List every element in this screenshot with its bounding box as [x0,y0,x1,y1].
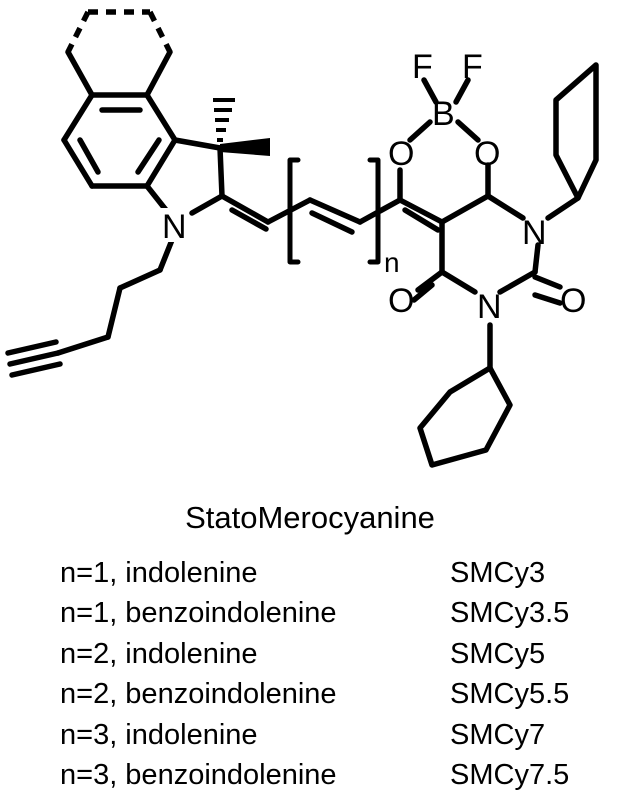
variant-condition: n=3, indolenine [60,718,258,751]
variant-name: SMCy7 [450,718,546,751]
variant-row: n=2, indolenine SMCy5 [60,634,620,675]
variant-name: SMCy3.5 [450,597,570,630]
benzo-ring-optional [65,9,173,98]
chemical-structure: N F F B O O N N O O n [5,9,599,468]
atom-label-n-top: N [522,214,547,252]
bf2-chelate [407,77,481,143]
pentynyl-chain [5,237,175,378]
variant-condition: n=1, benzoindolenine [60,597,337,630]
variant-row: n=3, benzoindolenine SMCy7.5 [60,756,620,797]
variant-name: SMCy5 [450,637,546,670]
atom-label-n-indole: N [162,208,187,246]
polymethine-chain [219,167,445,235]
atom-label-n-bottom: N [477,288,502,326]
atom-label-o-left: O [388,135,414,173]
cyclohexyl-top [545,62,599,221]
barbiturate-ring [411,162,563,306]
variant-name: SMCy7.5 [450,759,570,792]
variant-row: n=2, benzoindolenine SMCy5.5 [60,675,620,716]
cyclohexyl-bottom [417,322,513,468]
atom-label-f1: F [412,48,433,86]
pyrrole-ring [144,137,225,216]
atom-label-o-c2: O [560,282,586,320]
variant-row: n=1, indolenine SMCy3 [60,553,620,594]
atom-label-b: B [432,95,455,133]
variant-condition: n=2, indolenine [60,637,258,670]
variant-row: n=1, benzoindolenine SMCy3.5 [60,594,620,635]
atom-label-o-right: O [474,135,500,173]
variant-condition: n=2, benzoindolenine [60,678,337,711]
variant-name: SMCy5.5 [450,678,570,711]
variant-row: n=3, indolenine SMCy7 [60,715,620,756]
variant-table: n=1, indolenine SMCy3 n=1, benzoindolenine… [60,553,620,796]
variant-condition: n=1, indolenine [60,556,258,589]
compound-class-caption: StatoMerocyanine [185,500,435,535]
gem-dimethyl [213,98,270,156]
repeat-index-label: n [384,247,400,278]
benzene-ring [61,92,178,189]
variant-condition: n=3, benzoindolenine [60,759,337,792]
repeat-brackets [287,157,381,265]
atom-label-o-c4: O [388,282,414,320]
variant-name: SMCy3 [450,556,546,589]
atom-label-f2: F [462,48,483,86]
